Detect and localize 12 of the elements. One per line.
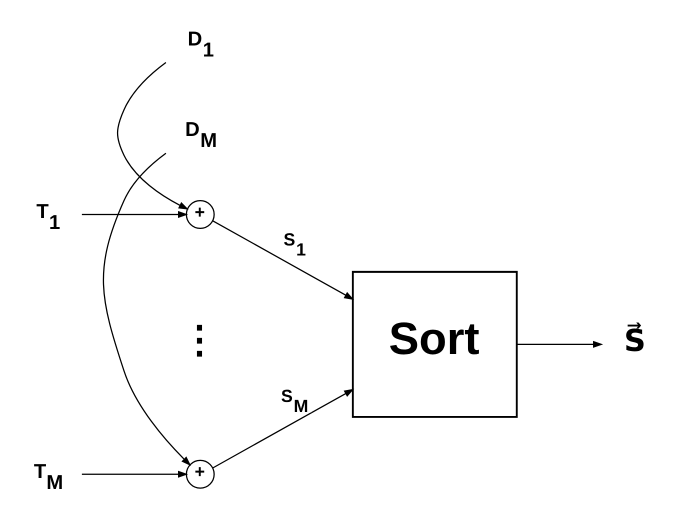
arrow: [212, 220, 354, 300]
label: ⋮: [180, 319, 219, 362]
node-text: S⃗: [624, 323, 646, 358]
arrow: [212, 388, 354, 468]
arrow: [517, 340, 604, 348]
node-box: Sort: [352, 270, 518, 418]
node-circle: +: [186, 200, 215, 228]
arrow: [116, 62, 189, 210]
arrow: [102, 152, 192, 466]
arrow: [82, 470, 188, 478]
arrow: [82, 210, 188, 218]
node-circle: +: [186, 459, 215, 488]
